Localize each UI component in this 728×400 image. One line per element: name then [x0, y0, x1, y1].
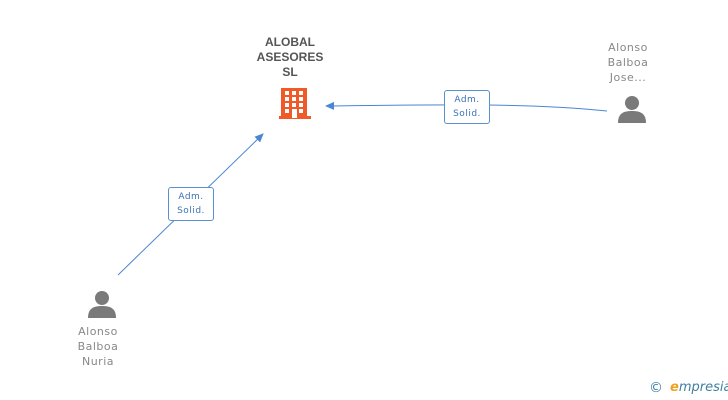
- person-name-line[interactable]: Balboa: [607, 56, 649, 69]
- relation-label-line: Solid.: [177, 206, 205, 216]
- link-jose-to-company: [325, 101, 608, 112]
- relation-label-jose[interactable]: Adm. Solid.: [444, 90, 490, 124]
- copyright-symbol: ©: [649, 380, 663, 396]
- person-name-line[interactable]: Jose...: [609, 71, 647, 84]
- company-name-line-3[interactable]: SL: [282, 65, 298, 79]
- person-name-jose[interactable]: Alonso Balboa Jose...: [583, 40, 673, 85]
- person-icon[interactable]: [87, 289, 117, 319]
- brand-logo-initial: e: [670, 380, 679, 395]
- brand-logo-rest: mpresia: [678, 380, 728, 395]
- person-name-line[interactable]: Nuria: [81, 355, 115, 368]
- person-name-line[interactable]: Balboa: [77, 340, 119, 353]
- relation-label-line: Solid.: [453, 109, 481, 119]
- company-name-line-2[interactable]: ASESORES: [256, 50, 324, 64]
- company-name[interactable]: ALOBAL ASESORES SL: [240, 35, 340, 80]
- company-name-line-1[interactable]: ALOBAL: [265, 35, 315, 49]
- brand-logo: empresia: [670, 380, 728, 395]
- relation-label-nuria[interactable]: Adm. Solid.: [168, 187, 214, 221]
- person-name-nuria[interactable]: Alonso Balboa Nuria: [53, 324, 143, 369]
- person-name-line[interactable]: Alonso: [78, 325, 118, 338]
- relation-label-line: Adm.: [454, 95, 480, 105]
- relation-label-line: Adm.: [178, 192, 204, 202]
- person-name-line[interactable]: Alonso: [608, 41, 648, 54]
- person-icon[interactable]: [617, 94, 647, 124]
- building-icon[interactable]: [279, 86, 311, 120]
